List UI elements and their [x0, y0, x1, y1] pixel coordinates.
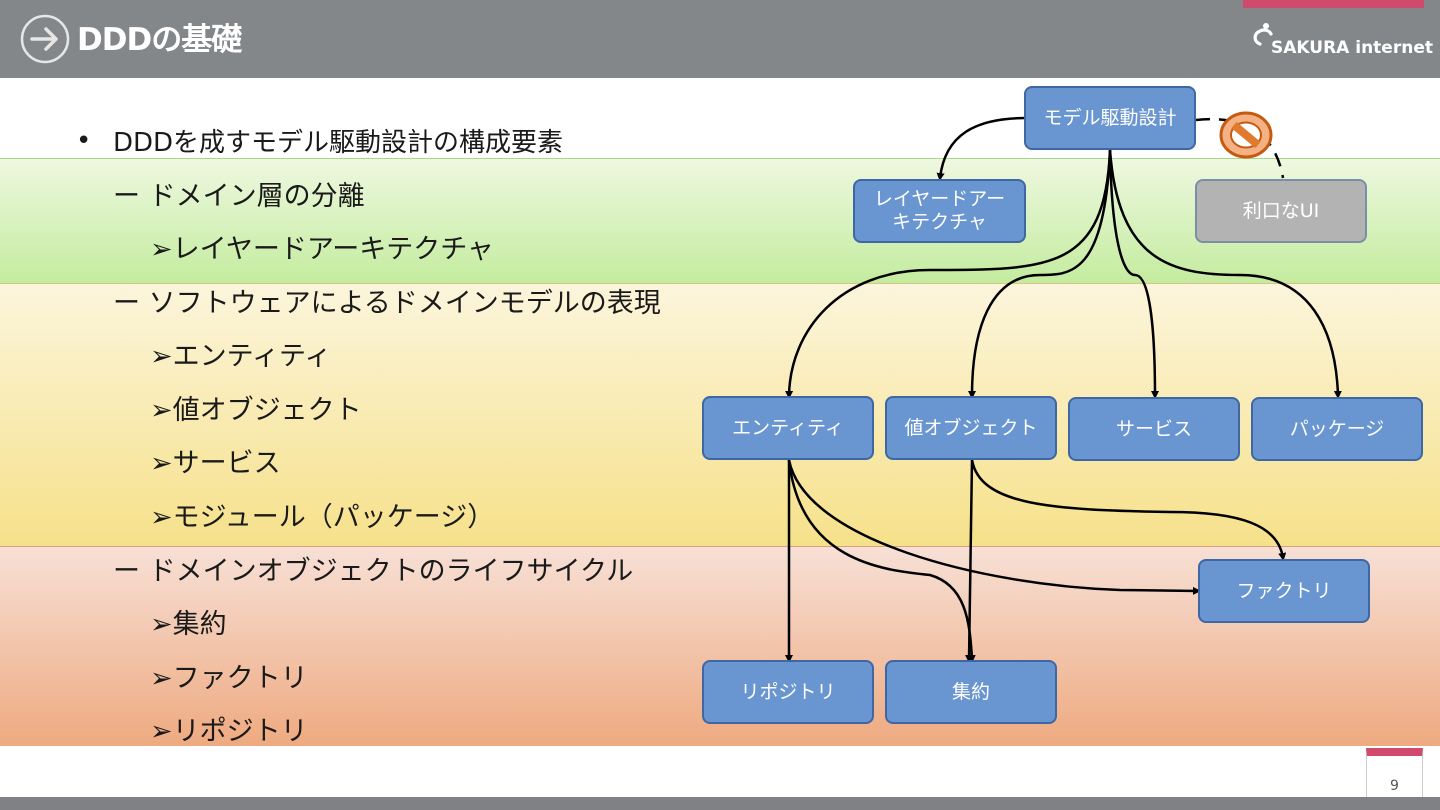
- edge-root-valueobject: [968, 149, 1112, 399]
- item-entity: ➢エンティティ: [150, 341, 332, 372]
- page-number: 9: [1390, 778, 1399, 794]
- edge-root-entity: [785, 149, 1112, 399]
- edge-entity-aggregate: [787, 459, 976, 663]
- edge-root-service: [1108, 149, 1159, 399]
- node-repository: リポジトリ: [702, 660, 874, 724]
- item-factory: ➢ファクトリ: [150, 663, 308, 694]
- bullet-main: DDDを成すモデル駆動設計の構成要素: [113, 128, 564, 158]
- item-value-object: ➢値オブジェクト: [150, 395, 362, 426]
- edge-valueobject-aggregate: [965, 459, 974, 663]
- node-smart-ui: 利口なUI: [1195, 179, 1367, 243]
- node-factory: ファクトリ: [1198, 559, 1370, 623]
- sub-bullet-model-expression: ー ソフトウェアによるドメインモデルの表現: [113, 288, 661, 319]
- arrow-right-circle-icon: [20, 14, 70, 64]
- sakura-logo-icon: [1253, 23, 1273, 46]
- slide-title: DDDの基礎: [77, 22, 242, 58]
- node-entity: エンティティ: [702, 396, 874, 460]
- no-entry-icon: [1219, 111, 1273, 159]
- item-module: ➢モジュール（パッケージ）: [150, 502, 495, 533]
- node-layered-architecture-line1: レイヤードアー: [873, 188, 1006, 211]
- bullet-dot: •: [76, 126, 92, 156]
- node-model-driven-design: モデル駆動設計: [1024, 86, 1196, 150]
- item-aggregate: ➢集約: [150, 609, 227, 640]
- node-package: パッケージ: [1251, 397, 1423, 461]
- item-layered-architecture: ➢レイヤードアーキテクチャ: [150, 234, 494, 265]
- slide-header: DDDの基礎 SAKURA internet: [0, 0, 1440, 78]
- sub-bullet-lifecycle: ー ドメインオブジェクトのライフサイクル: [113, 556, 634, 587]
- item-repository: ➢リポジトリ: [150, 716, 308, 747]
- node-aggregate: 集約: [885, 660, 1057, 724]
- edge-valueobject-factory: [970, 459, 1287, 561]
- node-layered-architecture-line2: キテクチャ: [892, 211, 987, 233]
- node-service: サービス: [1068, 397, 1240, 461]
- item-service: ➢サービス: [150, 448, 281, 479]
- edge-root-package: [1108, 149, 1342, 399]
- logo-text: SAKURA internet: [1271, 38, 1433, 58]
- node-layered-architecture: レイヤードアー キテクチャ: [853, 179, 1026, 243]
- sub-bullet-domain-separation: ー ドメイン層の分離: [113, 181, 365, 212]
- node-value-object: 値オブジェクト: [885, 396, 1057, 460]
- edge-root-layered: [936, 116, 1027, 181]
- sakura-logo: SAKURA internet: [1250, 22, 1433, 62]
- accent-bar: [1243, 0, 1424, 8]
- edge-entity-factory: [787, 459, 1201, 595]
- footer-bar: [0, 797, 1440, 810]
- page-number-box: 9: [1366, 748, 1423, 803]
